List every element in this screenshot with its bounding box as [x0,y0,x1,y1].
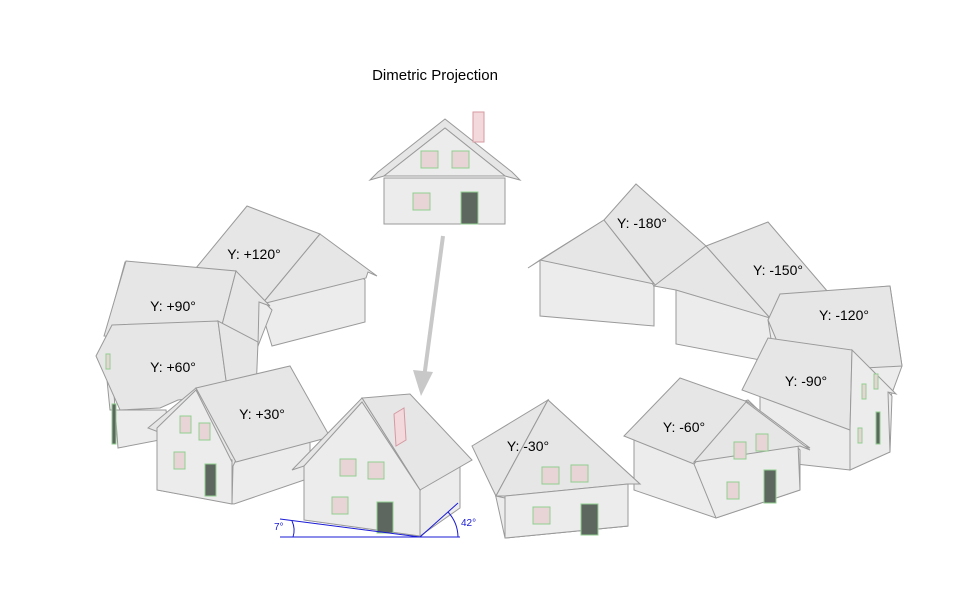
door [460,191,479,225]
projected-house [291,393,473,537]
label-y-plus-30: Y: +30° [239,406,285,422]
diagram-title: Dimetric Projection [372,67,498,84]
projection-arrow [413,235,445,396]
house-y-plus-120: Y: +120° [195,205,378,347]
house-y-minus-180: Y: -180° [527,183,707,327]
label-y-minus-30: Y: -30° [507,438,549,454]
window [420,150,439,169]
label-y-plus-120: Y: +120° [227,246,280,262]
chimney [472,111,485,143]
reference-house-front [368,111,522,225]
angle-label-right: 42° [461,518,476,529]
house-y-minus-30: Y: -30° [471,398,642,539]
label-y-minus-60: Y: -60° [663,419,705,435]
label-y-minus-90: Y: -90° [785,373,827,389]
window [451,150,470,169]
label-y-minus-120: Y: -120° [819,307,869,323]
label-y-plus-90: Y: +90° [150,298,196,314]
house-y-plus-30: Y: +30° [147,365,331,505]
label-y-minus-180: Y: -180° [617,215,667,231]
label-y-minus-150: Y: -150° [753,262,803,278]
label-y-plus-60: Y: +60° [150,359,196,375]
house-y-minus-60: Y: -60° [623,377,811,519]
angle-annotations: 7° 42° [274,502,476,538]
angle-label-left: 7° [274,522,284,533]
window [412,192,431,211]
